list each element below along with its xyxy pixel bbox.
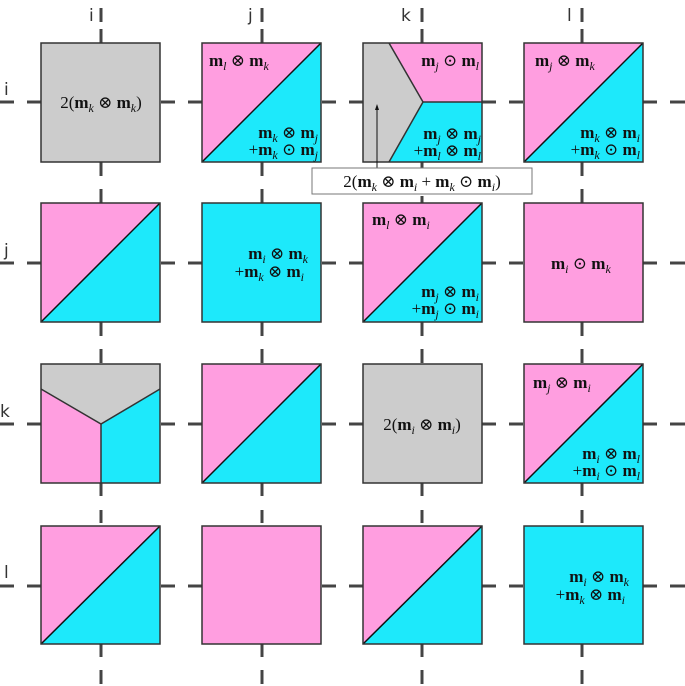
cell-i-k-upper: mj ⊙ ml (421, 51, 479, 73)
callout-box: 2(mk ⊗ mi + mk ⊙ mi) (311, 167, 533, 195)
cell-i-i: 2(mk ⊗ mk) (40, 42, 161, 163)
col-label-k: k (401, 6, 411, 26)
column-labels: i j k l (89, 6, 572, 26)
arrowhead-icon (375, 104, 379, 110)
cell-j-l: mi ⊙ mk (523, 202, 644, 323)
cell-i-l-upper: mj ⊗ mk (535, 51, 595, 73)
cell-i-j-lower-2: +mk ⊙ mj (249, 140, 319, 162)
cell-k-l-upper: mj ⊗ mi (533, 373, 591, 395)
row-label-i: i (4, 80, 9, 100)
row-label-j: j (3, 241, 9, 261)
cell-j-j: mi ⊗ mk +mk ⊗ mi (201, 202, 322, 323)
row-labels: i j k l (0, 80, 10, 583)
cell-j-i (40, 202, 161, 323)
col-label-i: i (89, 6, 94, 26)
cell-i-l-lower-2: +mk ⊙ ml (571, 140, 641, 162)
cell-l-k (362, 525, 483, 645)
row-label-k: k (0, 402, 10, 422)
cell-l-l: mi ⊗ mk +mk ⊗ mi (523, 525, 644, 645)
cell-i-k: mj ⊙ ml mj ⊗ mj +ml ⊗ ml (362, 42, 483, 168)
row-label-l: l (4, 563, 9, 583)
col-label-l: l (567, 6, 572, 26)
cell-j-k: ml ⊗ mi mj ⊗ mi +mj ⊙ mi (362, 202, 483, 323)
cell-i-k-lower-1: mj ⊗ mj (423, 124, 481, 146)
cell-k-l-lower-2: +mi ⊙ ml (573, 461, 641, 483)
cell-k-l: mj ⊗ mi mi ⊗ ml +mi ⊙ ml (523, 363, 644, 484)
cell-i-l: mj ⊗ mk mk ⊗ mi +mk ⊙ ml (523, 42, 644, 163)
cell-j-j-line-2: +mk ⊗ mi (235, 262, 304, 284)
cell-l-j (201, 525, 322, 645)
cell-k-k-label: 2(mi ⊗ mi) (383, 415, 461, 437)
cell-j-k-lower-2: +mj ⊙ mi (412, 299, 479, 321)
cell-j-j-line-1: mi ⊗ mk (248, 244, 308, 266)
cell-k-k: 2(mi ⊗ mi) (362, 363, 483, 484)
cell-j-k-upper: ml ⊗ mi (372, 210, 430, 232)
col-label-j: j (247, 6, 253, 26)
cell-i-j: ml ⊗ mk mk ⊗ mj +mk ⊙ mj (201, 42, 322, 163)
cell-j-l-label: mi ⊙ mk (551, 254, 611, 276)
cell-i-k-lower-2: +ml ⊗ ml (414, 141, 482, 163)
cell-l-i (40, 525, 161, 645)
callout-label: 2(mk ⊗ mi + mk ⊙ mi) (343, 172, 500, 194)
cell-l-l-line-2: +mk ⊗ mi (556, 585, 625, 607)
cell-i-j-lower-1: mk ⊗ mj (258, 123, 318, 145)
cell-k-j (201, 363, 322, 484)
cell-k-i (40, 363, 161, 484)
cell-l-l-line-1: mi ⊗ mk (569, 567, 629, 589)
cell-i-j-upper: ml ⊗ mk (209, 51, 269, 73)
cell-k-l-lower-1: mi ⊗ ml (582, 444, 640, 466)
cell-i-i-label: 2(mk ⊗ mk) (60, 93, 142, 115)
cell-j-k-lower-1: mj ⊗ mi (421, 282, 479, 304)
cell-i-l-lower-1: mk ⊗ mi (580, 123, 640, 145)
